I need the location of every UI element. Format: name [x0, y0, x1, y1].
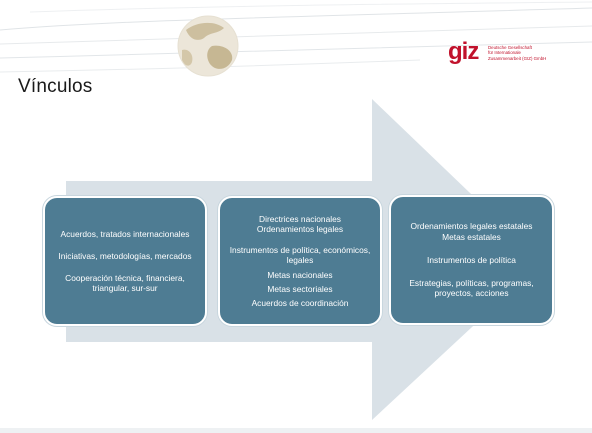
logo-text: Deutsche Gesellschaft für Internationale…: [488, 45, 578, 61]
box-national: Directrices nacionales Ordenamientos leg…: [218, 196, 382, 326]
box-item: Metas sectoriales: [267, 283, 333, 294]
box-item: Instrumentos de política: [427, 254, 516, 265]
header-swoosh-line: [29, 1, 592, 13]
logo-text-line: für Internationale: [488, 50, 521, 56]
box-item: Instrumentos de política, económicos, le…: [229, 245, 371, 266]
box-item: Iniciativas, metodologías, mercados: [58, 250, 192, 261]
giz-logo: giz Deutsche Gesellschaft für Internatio…: [448, 38, 568, 69]
box-international: Acuerdos, tratados internacionales Inici…: [43, 196, 207, 326]
box-item: Acuerdos de coordinación: [251, 298, 349, 308]
box-item: Ordenamientos legales estatales: [410, 221, 533, 232]
box-item: Directrices nacionales: [259, 213, 341, 224]
box-state: Ordenamientos legales estatales Metas es…: [389, 195, 554, 325]
logo-text-line: Deutsche Gesellschaft: [488, 45, 532, 50]
footer-divider: [0, 428, 592, 433]
box-item: Cooperación técnica, financiera, triangu…: [65, 273, 185, 294]
header-swoosh-line: [0, 41, 592, 59]
box-item: Metas nacionales: [267, 269, 333, 280]
page-title: Vínculos: [18, 76, 93, 97]
box-item: Estrategias, políticas, programas, proye…: [409, 278, 534, 299]
box-item: Metas estatales: [442, 231, 501, 242]
logo-mark: giz: [448, 38, 479, 65]
box-item: Ordenamientos legales: [256, 223, 344, 234]
header-decoration: [0, 1, 592, 77]
globe-icon: [177, 15, 239, 77]
logo-text-line: Zusammenarbeit (GIZ) GmbH: [488, 55, 547, 61]
box-item: Acuerdos, tratados internacionales: [60, 228, 190, 239]
